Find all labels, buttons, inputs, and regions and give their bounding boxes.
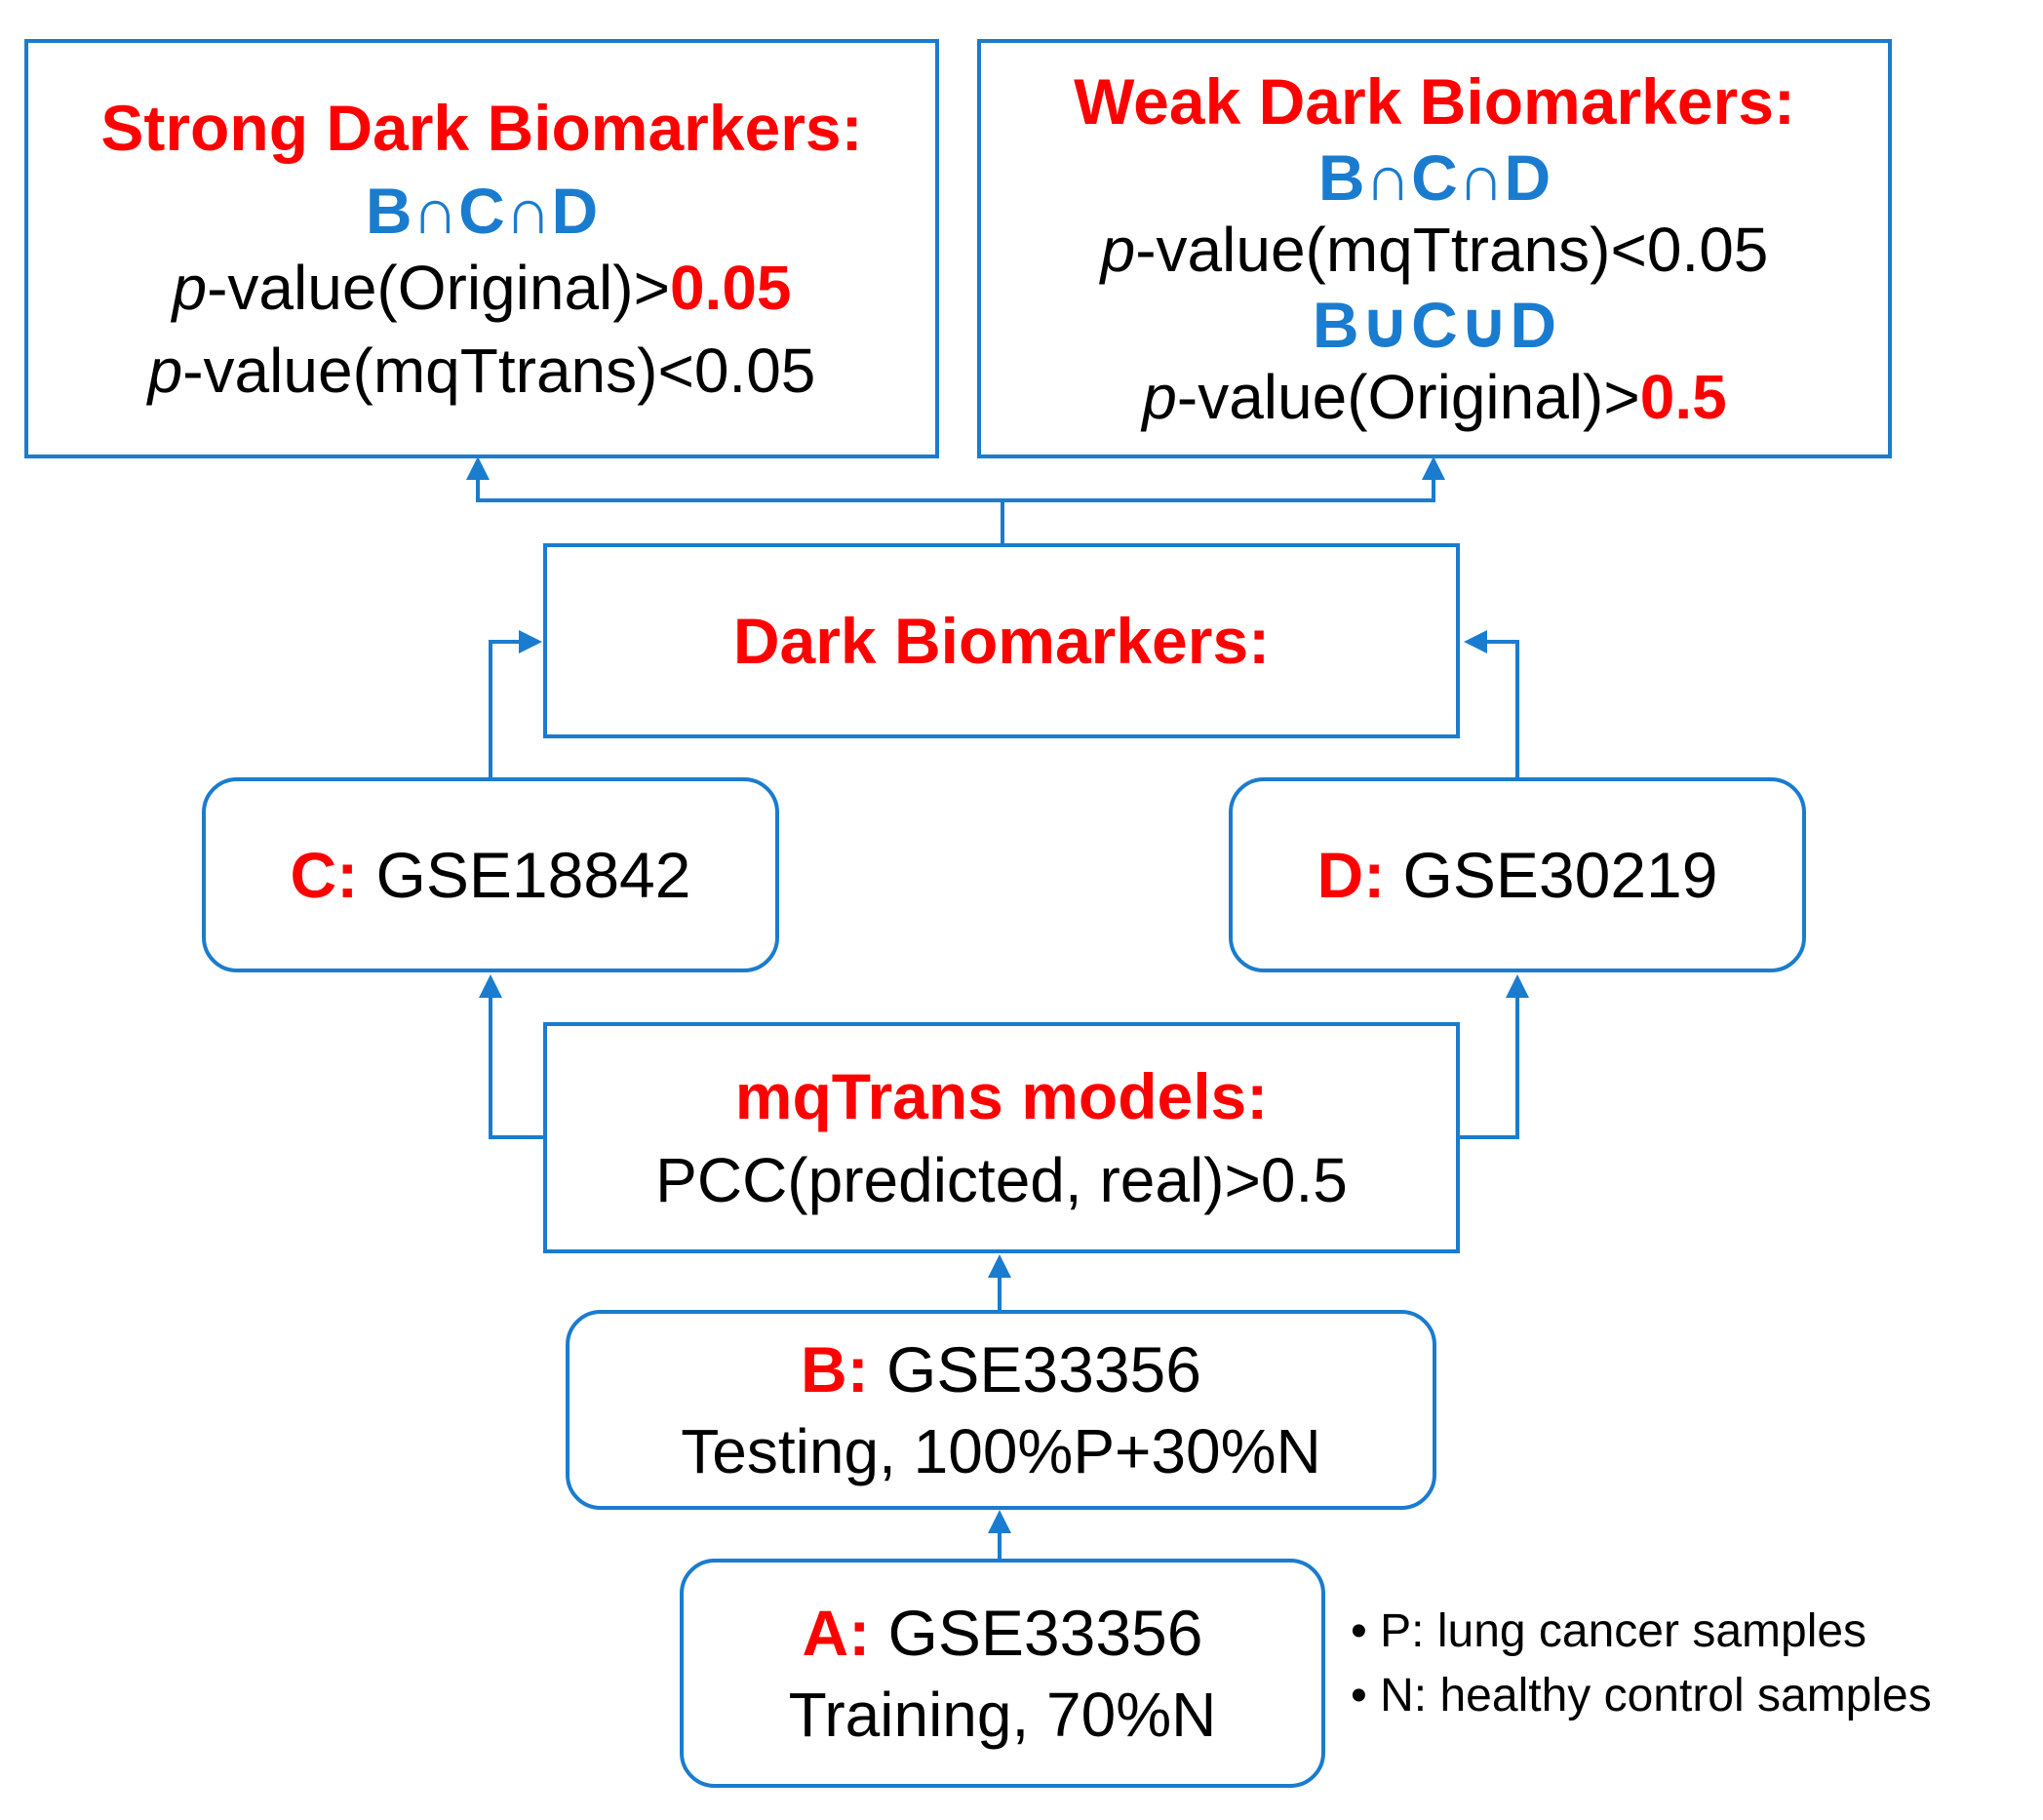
dataset-d-box: D: GSE30219: [1229, 777, 1806, 972]
dataset-c-label: C:: [290, 838, 359, 911]
dataset-c-box: C: GSE18842: [202, 777, 779, 972]
dataset-a-box: A: GSE33356 Training, 70%N: [680, 1559, 1325, 1788]
condition-text: -value(mqTtrans)<0.05: [1135, 214, 1769, 285]
arrow-c-to-dark: [489, 630, 542, 777]
models-criterion: PCC(predicted, real)>0.5: [655, 1144, 1348, 1215]
weak-set-union: B∪C∪D: [1312, 289, 1557, 362]
strong-dark-biomarkers-box: Strong Dark Biomarkers: B∩C∩D p-value(Or…: [24, 39, 939, 458]
p-symbol: p: [172, 253, 208, 324]
legend-item-p: • P: lung cancer samples: [1351, 1605, 1867, 1657]
sample-legend: • P: lung cancer samples • N: healthy co…: [1351, 1600, 1932, 1728]
dataset-b-detail: Testing, 100%P+30%N: [681, 1415, 1321, 1486]
condition-text: -value(Original)>: [1176, 361, 1640, 432]
threshold-highlight: 0.05: [669, 253, 792, 324]
arrow-dark-to-weak: [1002, 456, 1445, 502]
dataset-b-label: B:: [801, 1333, 869, 1405]
weak-title: Weak Dark Biomarkers:: [1074, 64, 1795, 138]
dark-biomarkers-box: Dark Biomarkers:: [543, 543, 1460, 738]
dataset-c-name: GSE18842: [375, 838, 691, 911]
condition-text: -value(mqTtrans)<0.05: [182, 335, 816, 406]
dataset-a-line: A: GSE33356: [803, 1598, 1203, 1669]
weak-dark-biomarkers-box: Weak Dark Biomarkers: B∩C∩D p-value(mqTt…: [977, 39, 1892, 458]
mqtrans-models-box: mqTrans models: PCC(predicted, real)>0.5: [543, 1022, 1460, 1253]
arrow-d-to-dark: [1464, 630, 1519, 777]
dataset-d-name: GSE30219: [1402, 838, 1718, 911]
weak-set-intersection: B∩C∩D: [1317, 141, 1552, 215]
dataset-b-line: B: GSE33356: [801, 1334, 1201, 1405]
condition-text: -value(Original)>: [207, 253, 670, 324]
models-title: mqTrans models:: [734, 1060, 1269, 1132]
arrow-models-to-d: [1460, 974, 1529, 1139]
dataset-a-label: A:: [802, 1597, 871, 1669]
arrow-models-to-c: [479, 974, 543, 1139]
dataset-b-name: GSE33356: [886, 1333, 1201, 1405]
weak-condition-original: p-value(Original)>0.5: [1142, 363, 1726, 431]
legend-item-n: • N: healthy control samples: [1351, 1670, 1932, 1721]
strong-condition-mqttrans: p-value(mqTtrans)<0.05: [148, 336, 816, 405]
dataset-c-line: C: GSE18842: [290, 838, 691, 911]
dataset-d-label: D:: [1316, 838, 1386, 911]
arrow-dark-to-strong: [466, 456, 1004, 543]
p-symbol: p: [147, 335, 183, 406]
strong-title: Strong Dark Biomarkers:: [100, 92, 863, 165]
weak-condition-mqttrans: p-value(mqTtrans)<0.05: [1101, 216, 1769, 284]
dataset-d-line: D: GSE30219: [1316, 838, 1718, 911]
dataset-a-name: GSE33356: [887, 1597, 1203, 1669]
dark-title: Dark Biomarkers:: [732, 604, 1271, 677]
p-symbol: p: [1100, 214, 1136, 285]
threshold-highlight: 0.5: [1639, 361, 1727, 432]
dataset-b-box: B: GSE33356 Testing, 100%P+30%N: [566, 1310, 1436, 1510]
strong-condition-original: p-value(Original)>0.05: [173, 254, 792, 322]
p-symbol: p: [1142, 361, 1177, 432]
strong-set: B∩C∩D: [365, 174, 599, 247]
dataset-a-detail: Training, 70%N: [788, 1679, 1217, 1750]
